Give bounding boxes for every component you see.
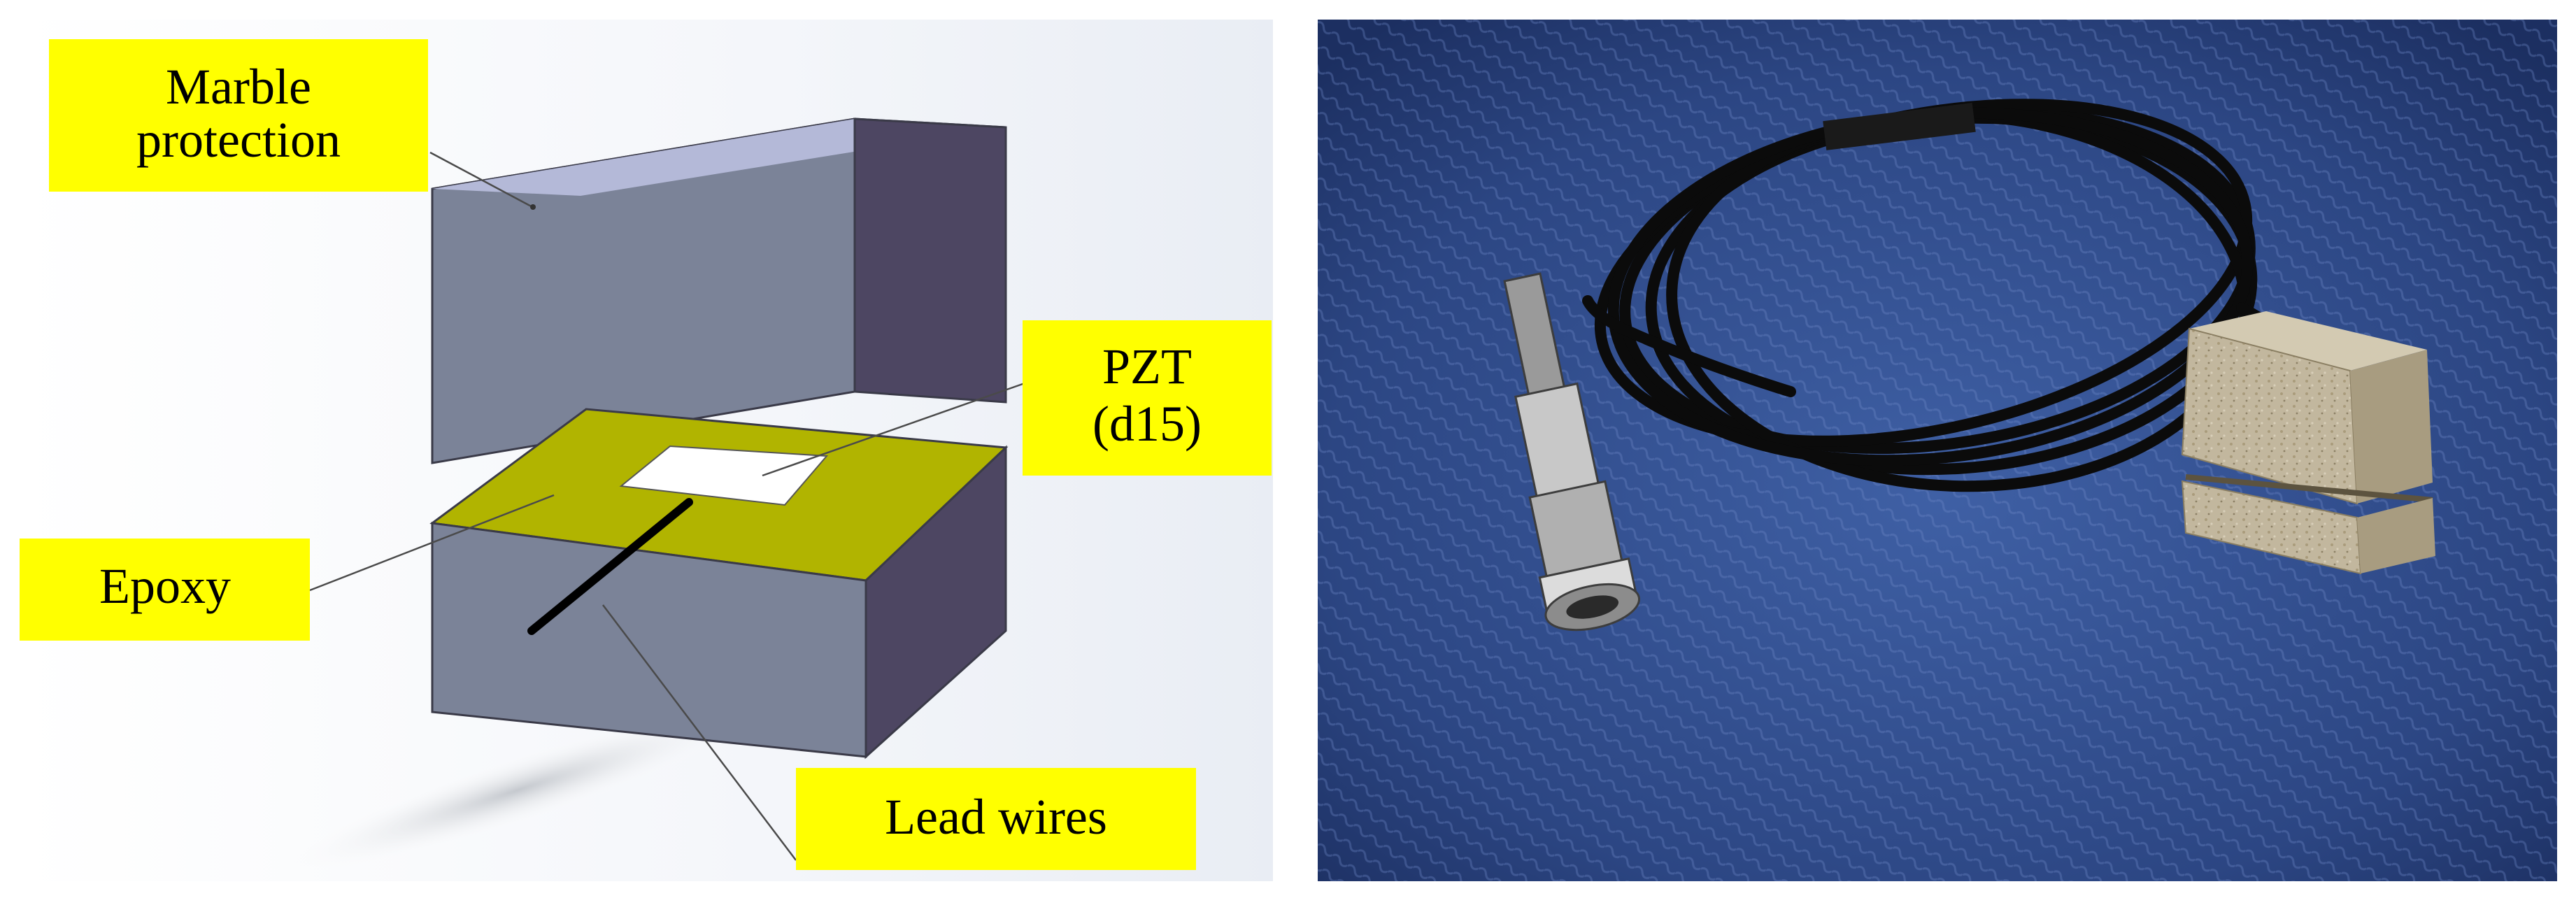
label-marble-protection: Marble protection (49, 39, 428, 192)
block-shadow (278, 706, 757, 875)
stone-sensor-block (2181, 311, 2435, 575)
sensor-photo (1318, 20, 2557, 881)
schematic-panel: Marble protection PZT (d15) Epoxy Lead w… (20, 20, 1273, 881)
lead-wires-leader (602, 604, 797, 861)
label-epoxy: Epoxy (20, 539, 310, 641)
upper-marble-block (431, 117, 1007, 464)
marble-leader-dot (530, 204, 536, 210)
marble-leader (429, 151, 536, 210)
stone-top (2189, 311, 2427, 371)
epoxy-leader (309, 494, 555, 592)
stone-side-lower (2357, 498, 2435, 573)
label-pzt-line1: PZT (1102, 338, 1192, 394)
pzt-plate (619, 445, 829, 506)
lead-wire (527, 498, 693, 635)
upper-block-side (853, 117, 1007, 404)
pzt-leader (762, 382, 1025, 477)
stone-side-upper (2350, 350, 2433, 504)
label-marble-line1: Marble (166, 59, 311, 115)
label-lead-wires: Lead wires (796, 768, 1196, 870)
label-pzt-line2: (d15) (1093, 396, 1202, 452)
cable-tie (1823, 102, 1976, 150)
label-lead-wires-text: Lead wires (885, 789, 1107, 845)
label-epoxy-text: Epoxy (99, 558, 231, 614)
lower-marble-block (429, 408, 1009, 760)
leader-lines (309, 151, 1025, 861)
lower-block-side (864, 445, 1007, 760)
bnc-connector-icon (1503, 272, 1641, 632)
stone-seam (2185, 474, 2433, 503)
label-pzt: PZT (d15) (1023, 320, 1272, 476)
label-marble-line2: protection (136, 112, 341, 168)
